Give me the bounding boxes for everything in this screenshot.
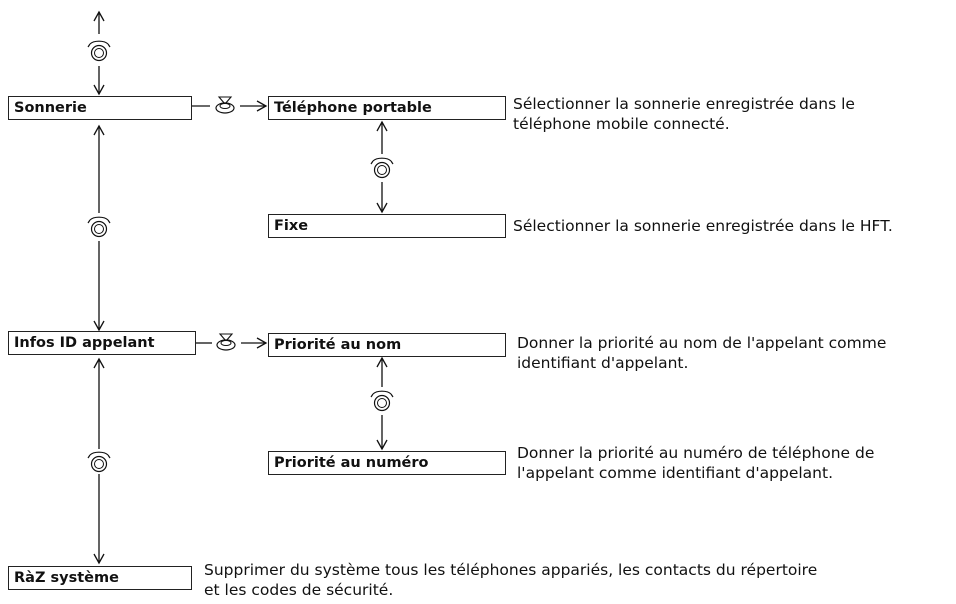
option-label: Fixe: [274, 218, 309, 234]
option-fixe[interactable]: Fixe: [268, 214, 506, 238]
option-priorite-numero[interactable]: Priorité au numéro: [268, 451, 506, 475]
description-fixe: Sélectionner la sonnerie enregistrée dan…: [513, 217, 893, 235]
menu-item-label: Infos ID appelant: [14, 335, 155, 351]
menu-item-label: RàZ système: [14, 570, 119, 586]
rotate-knob-icon: [87, 451, 111, 473]
option-label: Priorité au numéro: [274, 455, 429, 471]
option-priorite-nom[interactable]: Priorité au nom: [268, 333, 506, 357]
description-telephone-portable: Sélectionner la sonnerie enregistrée dan…: [513, 95, 855, 133]
rotate-knob-icon: [370, 390, 394, 412]
menu-item-label: Sonnerie: [14, 100, 87, 116]
description-priorite-nom: Donner la priorité au nom de l'appelant …: [517, 334, 887, 372]
description-priorite-numero: Donner la priorité au numéro de téléphon…: [517, 444, 875, 482]
rotate-knob-icon: [370, 157, 394, 179]
description-raz-systeme: Supprimer du système tous les téléphones…: [204, 561, 818, 599]
press-knob-icon: [216, 333, 236, 351]
menu-item-infos-id[interactable]: Infos ID appelant: [8, 331, 196, 355]
rotate-knob-icon: [87, 40, 111, 62]
menu-item-raz-systeme[interactable]: RàZ système: [8, 566, 192, 590]
rotate-knob-icon: [87, 216, 111, 238]
option-telephone-portable[interactable]: Téléphone portable: [268, 96, 506, 120]
option-label: Priorité au nom: [274, 337, 402, 353]
press-knob-icon: [215, 96, 235, 114]
option-label: Téléphone portable: [274, 100, 432, 116]
menu-item-sonnerie[interactable]: Sonnerie: [8, 96, 192, 120]
